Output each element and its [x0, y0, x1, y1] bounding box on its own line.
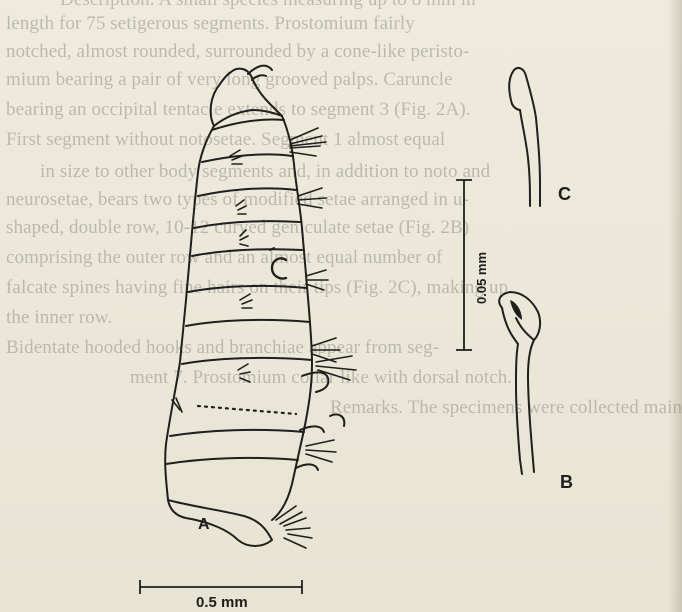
segment-line — [166, 458, 298, 464]
segment-line — [202, 154, 292, 162]
segment-line — [186, 320, 310, 326]
parapodium-hook — [302, 372, 328, 392]
segment-line — [188, 286, 306, 292]
collar-dots — [198, 406, 296, 414]
worm-body-left-outline — [165, 126, 214, 500]
worm-palp — [248, 66, 272, 74]
figure-label-a: A — [198, 516, 210, 534]
setae-tuft — [240, 294, 252, 308]
setae-tuft — [240, 230, 248, 246]
setae-tuft — [298, 188, 326, 208]
setae-tuft — [306, 440, 336, 462]
segment-line — [192, 249, 302, 256]
hooked-seta — [272, 258, 286, 278]
segment-line — [212, 119, 284, 130]
falcate-spine-c — [509, 68, 540, 206]
scale-label-vertical: 0.05 mm — [474, 252, 489, 304]
setae-tuft — [276, 506, 312, 548]
setae-tuft — [290, 128, 326, 156]
worm-head — [211, 69, 282, 126]
setae-tuft — [238, 364, 250, 382]
scale-label-horizontal: 0.5 mm — [196, 594, 248, 611]
segment-line — [194, 221, 300, 228]
geniculate-seta-b — [499, 292, 540, 474]
figure-label-b: B — [560, 472, 573, 493]
worm-tail — [168, 500, 272, 546]
segment-line — [170, 430, 304, 436]
segment-line — [182, 358, 312, 364]
setae-tuft — [316, 356, 356, 380]
segment-line — [198, 188, 296, 196]
setae-tuft — [306, 270, 328, 290]
hooked-seta — [330, 414, 344, 426]
page-edge-shadow — [668, 0, 682, 612]
figure-label-c: C — [558, 184, 571, 205]
setae-tuft — [236, 200, 246, 214]
parapodium-hook — [296, 464, 318, 470]
